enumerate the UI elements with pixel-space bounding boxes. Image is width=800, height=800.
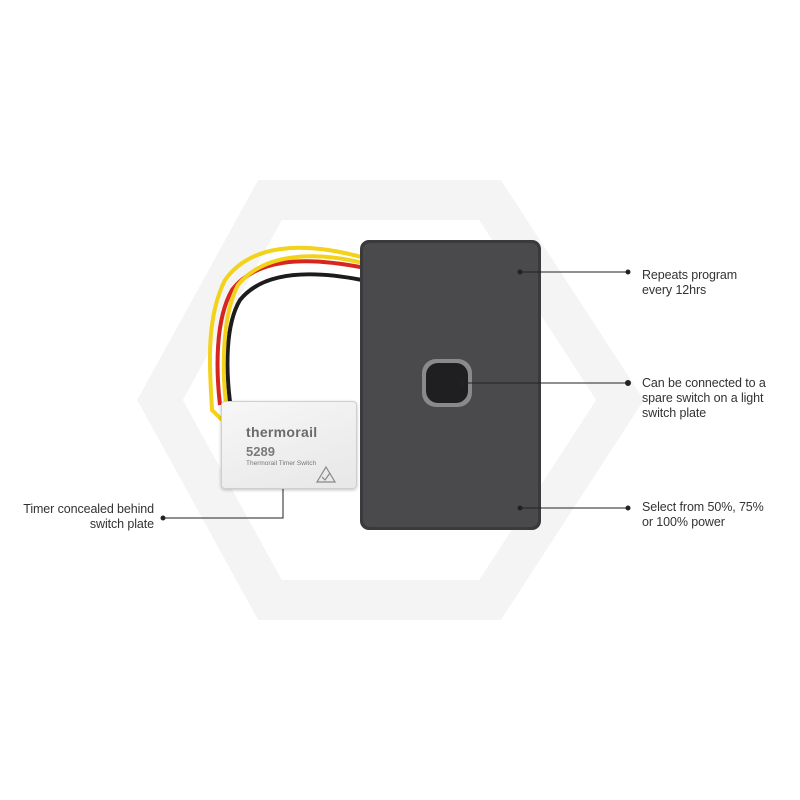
- callout-timer: Timer concealed behind switch plate: [20, 502, 154, 532]
- switch-plate: [360, 240, 541, 530]
- brand-logo: thermorail: [246, 424, 318, 440]
- callout-line: Select from 50%, 75%: [642, 500, 764, 514]
- callout-line: Repeats program: [642, 268, 738, 282]
- callout-repeats: Repeats program every 12hrs: [642, 268, 737, 298]
- callout-line: or 100% power: [642, 515, 725, 529]
- callout-connect: Can be connected to a spare switch on a …: [642, 376, 766, 421]
- timer-module: thermorail 5289 Thermorail Timer Switch: [221, 401, 357, 489]
- callout-line: spare switch on a light: [642, 391, 764, 405]
- model-number: 5289: [246, 444, 275, 459]
- watermark-logo: [137, 180, 644, 620]
- callout-line: every 12hrs: [642, 283, 707, 297]
- callout-line: Timer concealed behind: [23, 502, 154, 516]
- callout-power: Select from 50%, 75% or 100% power: [642, 500, 764, 530]
- product-description: Thermorail Timer Switch: [246, 460, 317, 467]
- callout-line: switch plate: [89, 517, 154, 531]
- wires: [207, 245, 366, 422]
- callout-line: Can be connected to a: [642, 376, 766, 390]
- callout-line: switch plate: [642, 406, 707, 420]
- certification-icon: [316, 466, 336, 483]
